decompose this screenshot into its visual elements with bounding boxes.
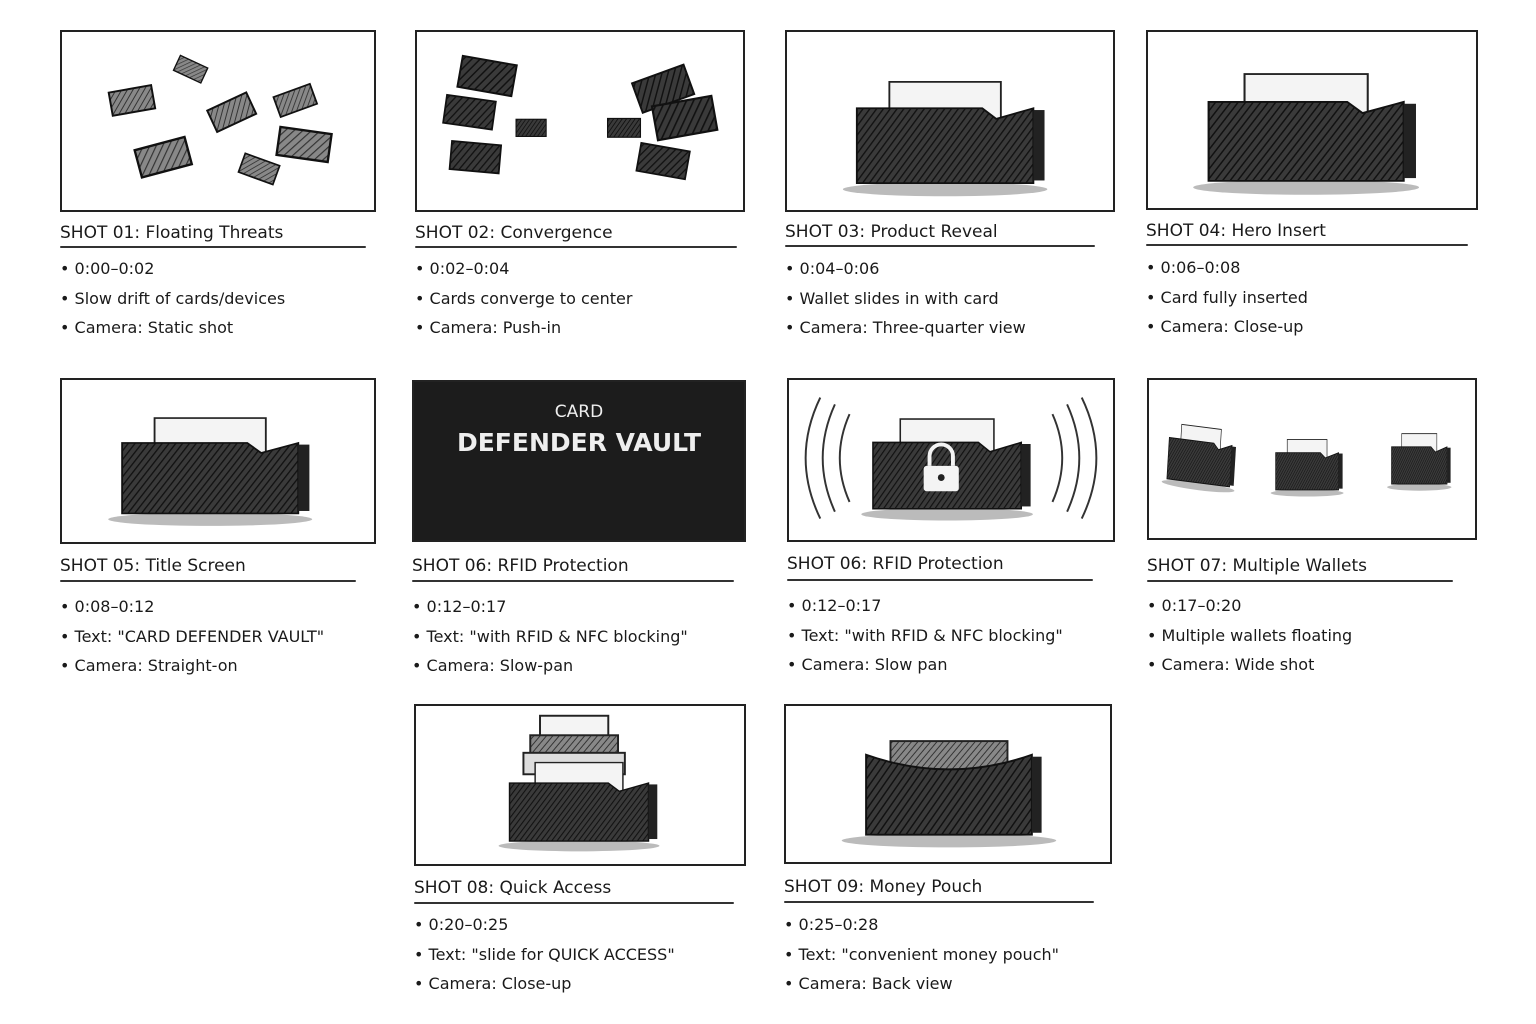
shot-timing: 0:04–0:06 bbox=[785, 254, 1026, 284]
shot-camera: Camera: Straight-on bbox=[60, 651, 324, 681]
shot-action: Card fully inserted bbox=[1146, 283, 1308, 313]
title-underline bbox=[60, 246, 366, 248]
title-underline bbox=[60, 580, 356, 582]
shot-camera: Camera: Back view bbox=[784, 969, 1059, 999]
shot-notes: 0:02–0:04 Cards converge to center Camer… bbox=[415, 254, 633, 343]
panel-title: SHOT 03: Product Reveal bbox=[785, 222, 998, 242]
shot-notes: 0:00–0:02 Slow drift of cards/devices Ca… bbox=[60, 254, 286, 343]
shot-camera: Camera: Push-in bbox=[415, 313, 632, 343]
shot-timing: 0:12–0:17 bbox=[787, 591, 1063, 621]
shot-notes: 0:08–0:12 Text: "CARD DEFENDER VAULT" Ca… bbox=[60, 592, 325, 681]
shot-notes: 0:20–0:25 Text: "slide for QUICK ACCESS"… bbox=[414, 910, 675, 999]
shot-camera: Camera: Slow-pan bbox=[412, 651, 688, 681]
title-card-line-2: DEFENDER VAULT bbox=[456, 428, 702, 457]
shot-action: Text: "slide for QUICK ACCESS" bbox=[414, 940, 675, 970]
sketch-floating-cards bbox=[60, 30, 376, 212]
shot-notes: 0:25–0:28 Text: "convenient money pouch"… bbox=[784, 910, 1059, 999]
panel-title: SHOT 08: Quick Access bbox=[414, 878, 612, 898]
title-card-line-1: CARD bbox=[554, 402, 604, 422]
shot-camera: Camera: Close-up bbox=[1146, 312, 1308, 342]
sketch-money-pouch bbox=[784, 704, 1112, 864]
sketch-multiple-wallets bbox=[1147, 378, 1477, 540]
shot-timing: 0:25–0:28 bbox=[784, 910, 1059, 940]
shot-notes: 0:17–0:20 Multiple wallets floating Came… bbox=[1147, 591, 1353, 680]
panel-title: SHOT 06: RFID Protection bbox=[787, 554, 1004, 574]
shot-timing: 0:08–0:12 bbox=[60, 592, 324, 622]
shot-camera: Camera: Three-quarter view bbox=[785, 313, 1026, 343]
panel-title: SHOT 06: RFID Protection bbox=[412, 556, 629, 576]
panel-title: SHOT 07: Multiple Wallets bbox=[1147, 556, 1368, 576]
shot-camera: Camera: Slow pan bbox=[787, 650, 1063, 680]
shot-notes: 0:12–0:17 Text: "with RFID & NFC blockin… bbox=[412, 592, 688, 681]
shot-timing: 0:06–0:08 bbox=[1146, 253, 1308, 283]
shot-timing: 0:17–0:20 bbox=[1147, 591, 1352, 621]
title-underline bbox=[412, 580, 734, 582]
title-underline bbox=[784, 901, 1094, 903]
title-card-frame: CARD DEFENDER VAULT bbox=[412, 380, 746, 542]
shot-action: Text: "with RFID & NFC blocking" bbox=[787, 621, 1063, 651]
panel-title: SHOT 09: Money Pouch bbox=[784, 877, 983, 897]
shot-notes: 0:04–0:06 Wallet slides in with card Cam… bbox=[785, 254, 1026, 343]
title-underline bbox=[414, 902, 734, 904]
shot-timing: 0:02–0:04 bbox=[415, 254, 632, 284]
shot-action: Slow drift of cards/devices bbox=[60, 284, 286, 314]
title-underline bbox=[787, 579, 1093, 581]
sketch-converging-cards bbox=[415, 30, 745, 212]
shot-timing: 0:00–0:02 bbox=[60, 254, 285, 284]
title-underline bbox=[415, 246, 737, 248]
shot-camera: Camera: Static shot bbox=[60, 313, 285, 343]
sketch-quick-access bbox=[414, 704, 746, 866]
title-underline bbox=[785, 245, 1095, 247]
shot-action: Cards converge to center bbox=[415, 284, 633, 314]
sketch-wallet-straight-on bbox=[60, 378, 376, 544]
shot-timing: 0:12–0:17 bbox=[412, 592, 688, 622]
sketch-hero-insert bbox=[1146, 30, 1478, 210]
shot-action: Multiple wallets floating bbox=[1147, 621, 1353, 651]
sketch-rfid-lock bbox=[787, 378, 1115, 542]
panel-title: SHOT 04: Hero Insert bbox=[1146, 221, 1326, 241]
shot-camera: Camera: Close-up bbox=[414, 969, 675, 999]
shot-action: Text: "with RFID & NFC blocking" bbox=[412, 622, 688, 652]
shot-action: Wallet slides in with card bbox=[785, 284, 1026, 314]
shot-notes: 0:06–0:08 Card fully inserted Camera: Cl… bbox=[1146, 253, 1308, 342]
shot-action: Text: "convenient money pouch" bbox=[784, 940, 1059, 970]
panel-title: SHOT 05: Title Screen bbox=[60, 556, 246, 576]
panel-title: SHOT 02: Convergence bbox=[415, 223, 613, 243]
shot-camera: Camera: Wide shot bbox=[1147, 650, 1352, 680]
shot-timing: 0:20–0:25 bbox=[414, 910, 675, 940]
lock-icon bbox=[923, 442, 959, 492]
shot-notes: 0:12–0:17 Text: "with RFID & NFC blockin… bbox=[787, 591, 1063, 680]
sketch-wallet-reveal bbox=[785, 30, 1115, 212]
panel-title: SHOT 01: Floating Threats bbox=[60, 223, 284, 243]
shot-action: Text: "CARD DEFENDER VAULT" bbox=[60, 622, 325, 652]
title-underline bbox=[1146, 244, 1468, 246]
title-underline bbox=[1147, 580, 1453, 582]
